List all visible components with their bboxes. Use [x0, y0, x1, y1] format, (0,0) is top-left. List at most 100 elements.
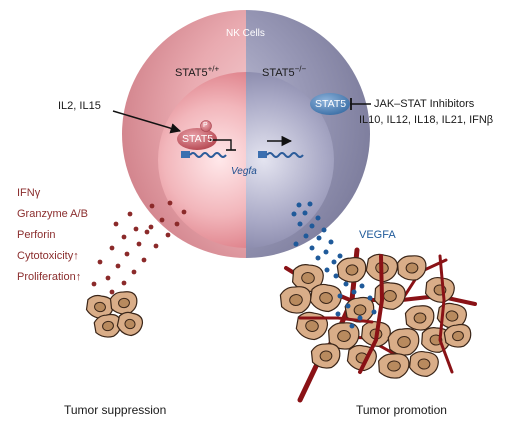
effector-item: Proliferation↑ — [17, 271, 82, 283]
vegfa-dot — [371, 309, 377, 315]
vegfa-dot — [315, 215, 321, 221]
outcome-right: Tumor promotion — [356, 403, 447, 417]
blood-vessel — [358, 254, 384, 374]
effector-dot — [141, 257, 147, 263]
tumor-cell — [93, 313, 122, 338]
tumor-cell — [374, 282, 406, 310]
cytokines-label: IL2, IL15 — [58, 100, 101, 112]
inhibitors-line2: IL10, IL12, IL18, IL21, IFNβ — [359, 114, 494, 126]
effector-dot — [136, 241, 142, 247]
effector-dot — [167, 200, 173, 206]
vegfa-dot — [316, 235, 322, 241]
effector-dot — [153, 243, 159, 249]
inhibitors-line1: JAK–STAT Inhibitors — [374, 98, 475, 110]
effector-dot — [121, 234, 127, 240]
vegfa-dot — [297, 221, 303, 227]
vegfa-dots-in-tumor — [333, 273, 377, 329]
gene-label: Vegfa — [231, 166, 257, 177]
vegfa-dot — [307, 201, 313, 207]
genotype-left: STAT5+/+ — [175, 65, 219, 79]
genotype-left-prefix: STAT5 — [175, 67, 208, 79]
effector-dot — [97, 259, 103, 265]
effector-dot — [148, 224, 154, 230]
vegfa-dot — [359, 283, 365, 289]
vegfa-dot — [349, 323, 355, 329]
effector-list: IFNγ Granzyme A/B Perforin Cytotoxicity↑… — [17, 188, 88, 293]
tumor-cell — [116, 311, 144, 337]
vegfa-label: VEGFA — [359, 229, 396, 241]
vegfa-dot — [302, 210, 308, 216]
vegfa-dot — [323, 249, 329, 255]
effector-dot — [105, 275, 111, 281]
effector-item: Cytotoxicity↑ — [17, 250, 79, 262]
vegfa-dot — [345, 303, 351, 309]
effector-item: IFNγ — [17, 187, 41, 199]
tumor-cell — [327, 322, 360, 350]
effector-dot — [181, 209, 187, 215]
vegfa-dot — [309, 223, 315, 229]
effector-dot — [109, 245, 115, 251]
tumor-cell — [397, 255, 427, 281]
tumor-left — [85, 291, 144, 338]
vegfa-dot — [293, 241, 299, 247]
tumor-cell — [387, 328, 420, 356]
cytokine-arrow — [112, 110, 182, 134]
vegfa-dot — [331, 259, 337, 265]
effector-dot — [91, 281, 97, 287]
effector-item: Perforin — [17, 229, 56, 241]
effector-dot — [159, 217, 165, 223]
effector-dot — [115, 263, 121, 269]
vegfa-dot — [309, 245, 315, 251]
vegfa-dot — [337, 253, 343, 259]
tumor-cell — [310, 343, 341, 369]
tumor-cell — [344, 296, 375, 323]
outcome-left: Tumor suppression — [64, 403, 167, 417]
stat5-right-label: STAT5 — [315, 98, 347, 110]
dna-left — [181, 151, 227, 158]
tumor-cell — [408, 350, 439, 377]
effector-dot — [124, 251, 130, 257]
effector-dot — [149, 203, 155, 209]
stat5-left-label: STAT5 — [182, 133, 214, 145]
vegfa-dot — [328, 239, 334, 245]
vegfa-dot — [324, 267, 330, 273]
tumor-cell — [279, 286, 312, 314]
effector-dot — [144, 229, 150, 235]
phospho-label: P — [203, 122, 208, 129]
tumor-cell — [309, 283, 342, 313]
blood-vessel — [438, 254, 454, 374]
vegfa-dot — [357, 315, 363, 321]
effector-dot — [165, 232, 171, 238]
cell-title: NK Cells — [226, 28, 265, 39]
effector-dot — [174, 221, 180, 227]
genotype-left-superscript: +/+ — [207, 64, 220, 74]
genotype-right-superscript: −/− — [294, 64, 307, 74]
vegfa-dot — [343, 281, 349, 287]
vegfa-dot — [351, 289, 357, 295]
effector-dot — [133, 226, 139, 232]
tumor-cell — [336, 257, 367, 283]
stat5-right-blob — [310, 93, 350, 115]
vegfa-dot — [337, 293, 343, 299]
tumor-cell — [443, 323, 472, 348]
vegfa-dots-upper — [291, 201, 351, 273]
phospho-circle — [200, 120, 212, 132]
effector-item: Granzyme A/B — [17, 208, 88, 220]
dna-right — [258, 151, 304, 158]
vegfa-dot — [296, 202, 302, 208]
vegfa-dot — [303, 233, 309, 239]
vegfa-dot — [291, 211, 297, 217]
effector-dot — [131, 269, 137, 275]
effector-dot — [121, 280, 127, 286]
vegfa-dot — [333, 273, 339, 279]
effector-dots — [91, 200, 187, 295]
tumor-cell — [378, 353, 410, 379]
effector-dot — [113, 221, 119, 227]
effector-dot — [127, 211, 133, 217]
tumor-cell — [295, 311, 329, 341]
tumor-cell — [109, 291, 138, 315]
tumor-cell — [404, 305, 435, 331]
nucleus — [158, 72, 334, 248]
